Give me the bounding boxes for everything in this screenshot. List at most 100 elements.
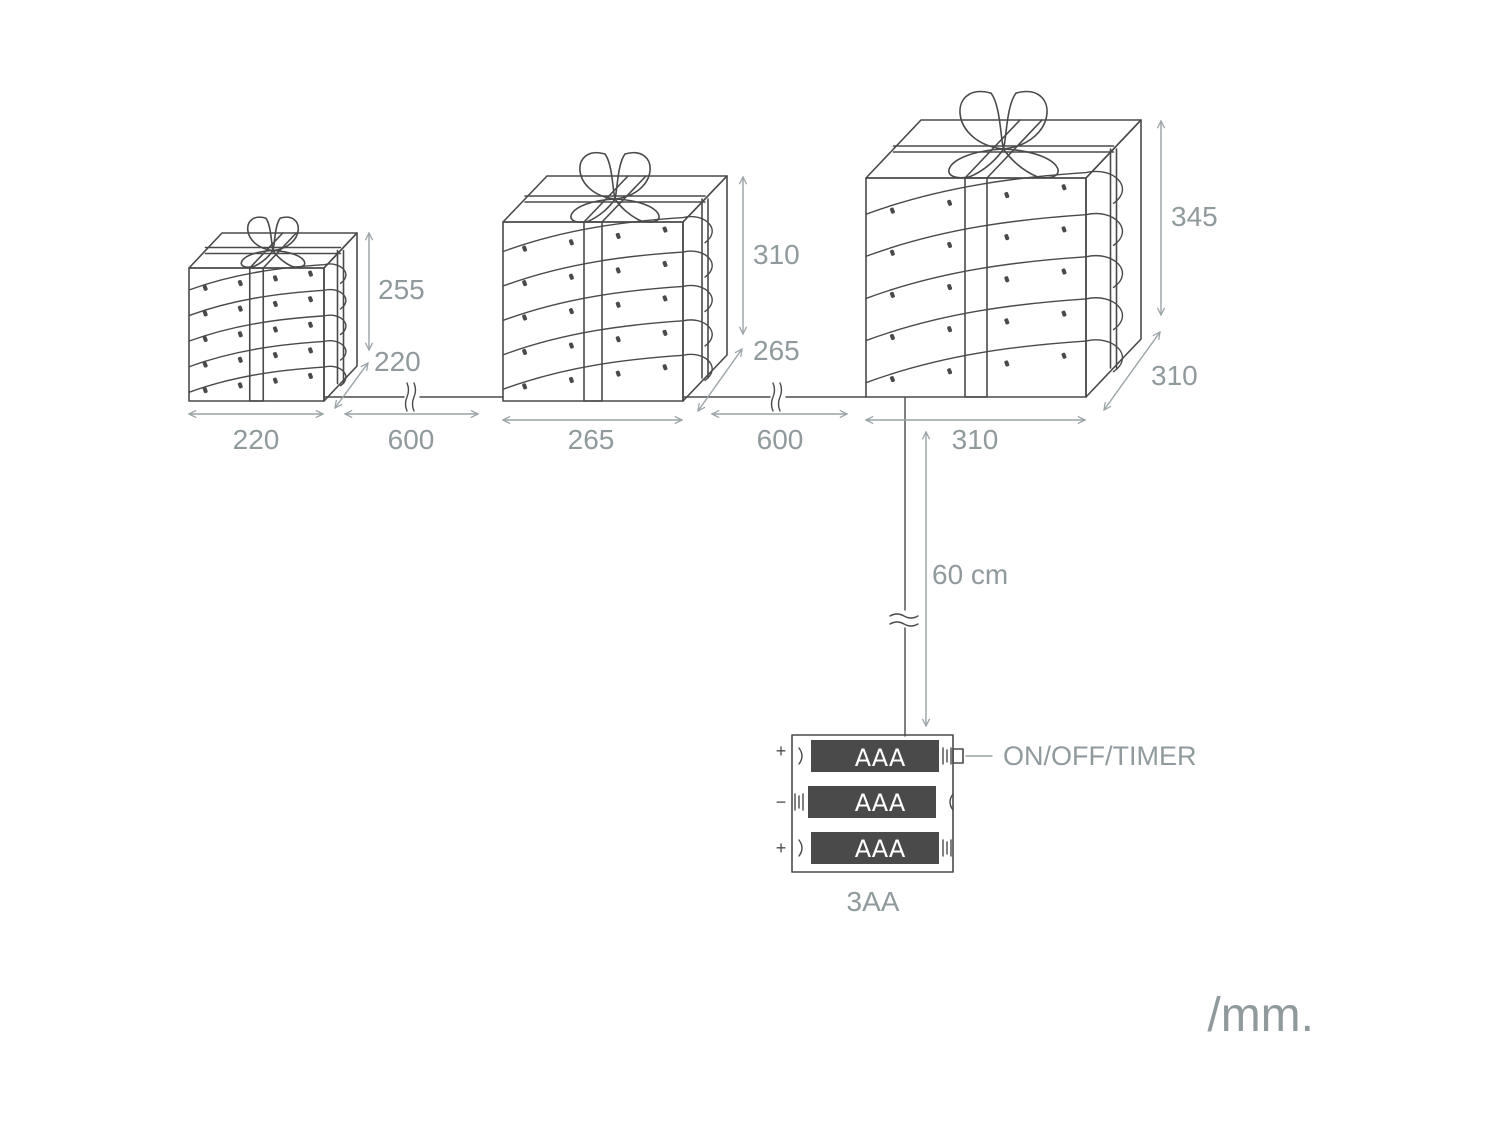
led-bulb-icon bbox=[662, 260, 668, 268]
led-bulb-icon bbox=[522, 280, 528, 287]
battery-case bbox=[791, 734, 954, 873]
light-string bbox=[865, 170, 1124, 215]
led-bulb-icon bbox=[1004, 318, 1010, 325]
light-string bbox=[502, 250, 713, 287]
led-bulb-icon bbox=[947, 199, 953, 206]
led-bulb-icon bbox=[272, 326, 278, 333]
led-bulb-icon bbox=[522, 245, 528, 252]
switch-icon bbox=[952, 748, 964, 764]
box3-depth-label: 310 bbox=[1151, 360, 1198, 391]
led-bulb-icon bbox=[1004, 276, 1010, 283]
led-bulb-icon bbox=[662, 226, 668, 233]
led-bulb-icon bbox=[522, 314, 528, 321]
led-bulb-icon bbox=[662, 364, 668, 371]
cable-break-icon bbox=[889, 613, 919, 627]
box2-depth-label: 265 bbox=[753, 335, 800, 366]
gift-box-2 bbox=[502, 151, 728, 402]
bow-icon bbox=[948, 90, 1059, 179]
led-bulb-icon bbox=[662, 329, 668, 336]
light-string bbox=[865, 212, 1124, 258]
polarity-label: + bbox=[776, 838, 787, 858]
led-bulb-icon bbox=[1061, 268, 1067, 275]
cable-break-icon bbox=[404, 382, 417, 412]
dimension-lines bbox=[189, 121, 1161, 726]
led-bulb-icon bbox=[1061, 310, 1067, 317]
battery-cell-label: AAA bbox=[855, 835, 906, 863]
box1-width-label: 220 bbox=[233, 424, 280, 455]
ribbon-vertical bbox=[583, 221, 603, 402]
string-wire bbox=[323, 382, 867, 412]
gift-box-1 bbox=[188, 216, 358, 402]
led-bulb-icon bbox=[522, 348, 528, 356]
led-bulb-icon bbox=[202, 387, 208, 394]
led-bulb-icon bbox=[615, 301, 621, 308]
led-bulb-icon bbox=[947, 241, 953, 249]
led-bulb-icon bbox=[237, 305, 243, 312]
battery-cell bbox=[811, 832, 939, 864]
cable-length-label: 60 cm bbox=[932, 559, 1008, 590]
battery-cell-label: AAA bbox=[855, 744, 906, 772]
box3-width-label: 310 bbox=[952, 424, 999, 455]
bow-icon bbox=[240, 216, 306, 268]
led-bulb-icon bbox=[272, 352, 278, 359]
dimension-labels: 220 255 220 600 265 310 265 600 310 345 … bbox=[233, 201, 1218, 590]
bow-icon bbox=[570, 151, 660, 223]
led-bulb-icon bbox=[308, 372, 313, 380]
light-string bbox=[188, 263, 347, 291]
led-bulb-icon bbox=[662, 295, 668, 302]
gap2-label: 600 bbox=[757, 424, 804, 455]
box2-height-label: 310 bbox=[753, 239, 800, 270]
led-bulb-icon bbox=[202, 335, 208, 343]
led-bulb-icon bbox=[889, 376, 895, 383]
led-bulb-icon bbox=[1061, 226, 1067, 233]
light-string bbox=[502, 353, 713, 390]
polarity-label: − bbox=[776, 792, 787, 812]
cable-break-icon bbox=[770, 382, 783, 412]
led-bulb-icon bbox=[568, 273, 574, 280]
light-string bbox=[502, 284, 713, 322]
led-bulb-icon bbox=[568, 239, 574, 246]
battery-spring-icon bbox=[942, 747, 952, 765]
led-bulb-icon bbox=[308, 321, 313, 328]
led-bulb-icon bbox=[237, 331, 243, 338]
battery-cell bbox=[811, 740, 939, 772]
light-string bbox=[865, 254, 1124, 300]
led-bulb-icon bbox=[615, 232, 621, 240]
light-string bbox=[502, 319, 713, 356]
led-bulb-icon bbox=[1004, 191, 1010, 199]
battery-box: AAA AAA AAA + − + ON/OFF/TIMER 3AA bbox=[776, 734, 1196, 917]
box2-width-label: 265 bbox=[568, 424, 615, 455]
battery-terminal-icon bbox=[798, 747, 803, 765]
unit-label: /mm. bbox=[1207, 989, 1314, 1042]
led-bulb-icon bbox=[272, 377, 278, 384]
led-bulb-icon bbox=[308, 270, 313, 277]
box-side-face bbox=[323, 232, 358, 402]
led-bulb-icon bbox=[202, 284, 208, 291]
gap1-label: 600 bbox=[388, 424, 435, 455]
led-bulb-icon bbox=[889, 249, 895, 256]
gift-box-3 bbox=[865, 90, 1142, 398]
led-bulb-icon bbox=[889, 207, 895, 214]
led-bulb-icon bbox=[889, 333, 895, 341]
led-bulb-icon bbox=[272, 275, 278, 282]
ribbon-vertical bbox=[964, 177, 988, 398]
box1-height-label: 255 bbox=[378, 274, 425, 305]
led-bulb-icon bbox=[237, 280, 243, 287]
led-bulb-icon bbox=[1004, 360, 1010, 367]
battery-spring-icon bbox=[794, 793, 804, 811]
battery-terminal-icon bbox=[949, 793, 954, 811]
light-string bbox=[502, 215, 713, 253]
light-string bbox=[188, 314, 347, 342]
led-bulb-icon bbox=[237, 382, 243, 389]
switch-label: ON/OFF/TIMER bbox=[1003, 741, 1196, 771]
battery-type-label: 3AA bbox=[847, 886, 900, 917]
led-bulb-icon bbox=[947, 283, 953, 291]
ribbon-top bbox=[964, 119, 1043, 179]
light-string bbox=[865, 339, 1124, 384]
led-bulb-icon bbox=[202, 310, 208, 317]
led-bulb-icon bbox=[1061, 352, 1067, 359]
light-string bbox=[188, 340, 347, 368]
led-bulb-icon bbox=[202, 361, 208, 368]
light-string bbox=[188, 288, 347, 317]
light-string bbox=[865, 297, 1124, 342]
